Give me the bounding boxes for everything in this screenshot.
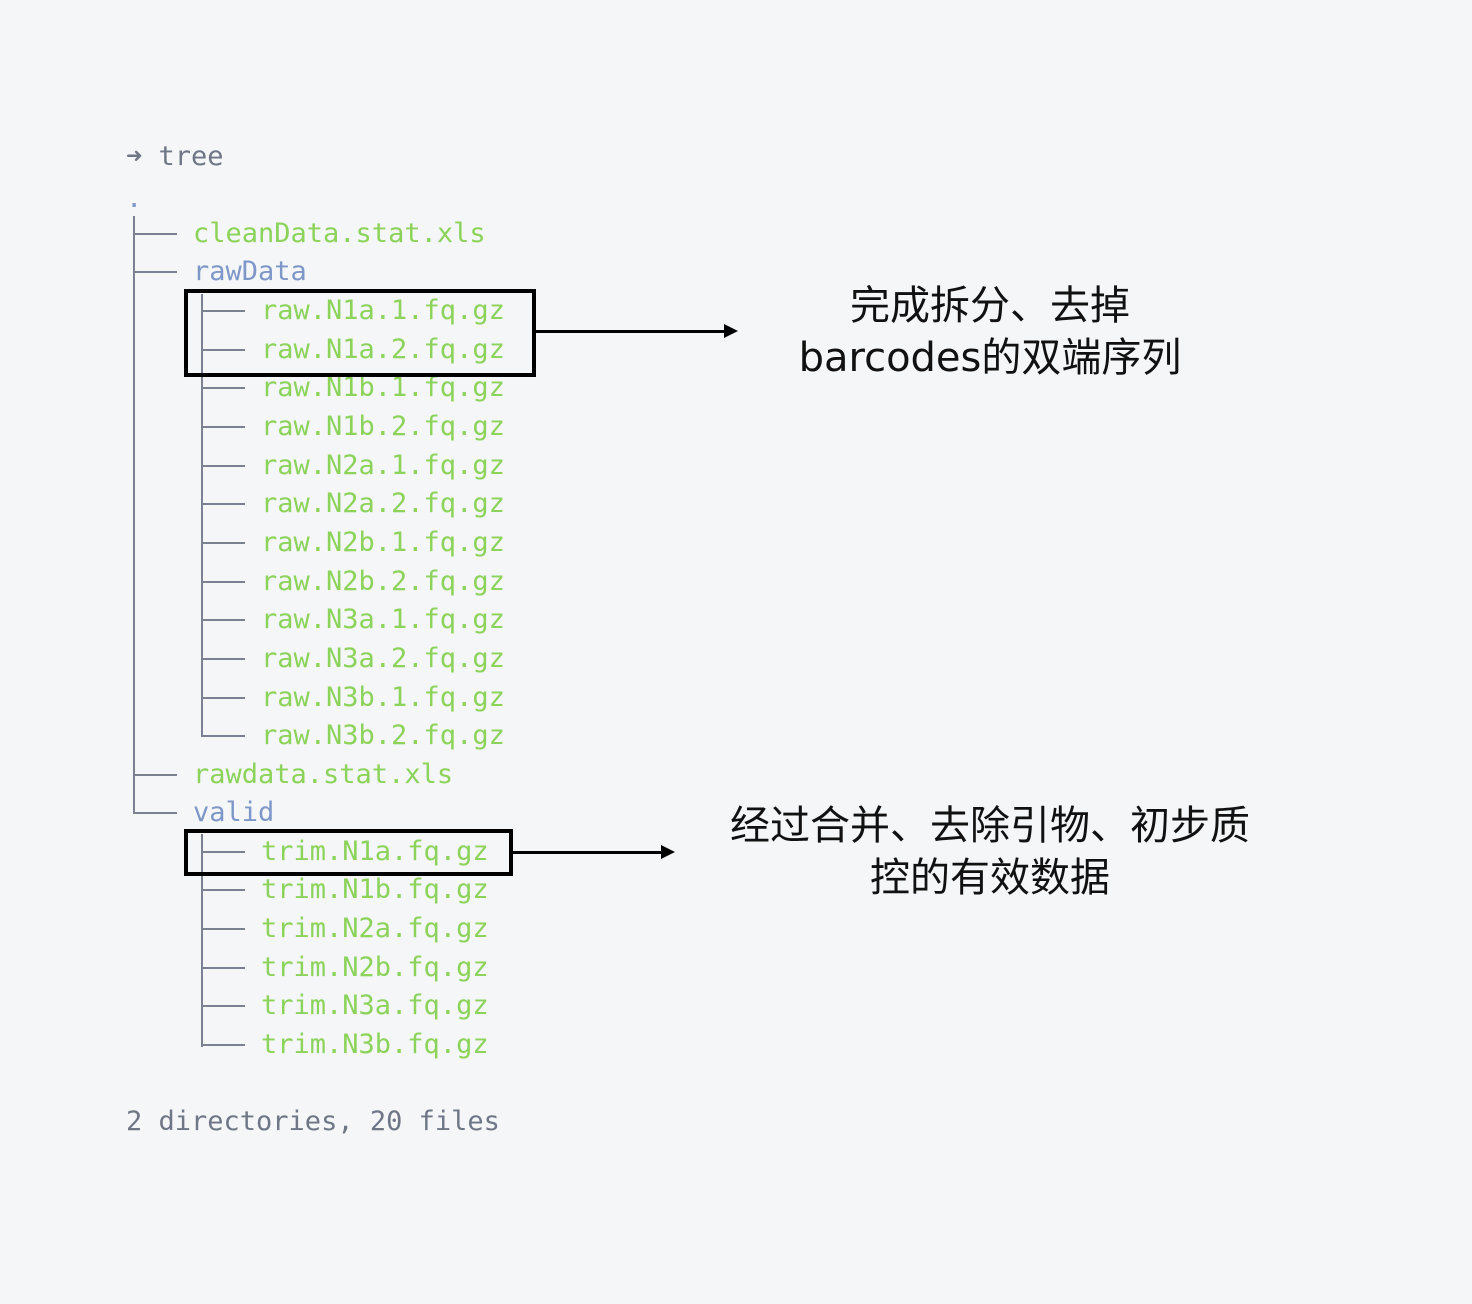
file-rawdata-stat[interactable]: rawdata.stat.xls — [193, 759, 454, 790]
branch-line — [201, 542, 245, 544]
annotation-raw-line2: barcodes的双端序列 — [798, 335, 1182, 381]
branch-line — [201, 967, 245, 969]
branch-line — [201, 697, 245, 699]
branch-line — [201, 658, 245, 660]
raw-file[interactable]: raw.N2a.2.fq.gz — [261, 488, 505, 519]
raw-file[interactable]: raw.N3b.2.fq.gz — [261, 720, 505, 751]
trim-file[interactable]: trim.N2b.fq.gz — [261, 952, 489, 983]
raw-file[interactable]: raw.N2b.2.fq.gz — [261, 566, 505, 597]
trim-file[interactable]: trim.N3b.fq.gz — [261, 1029, 489, 1060]
branch-line — [201, 349, 245, 351]
raw-file[interactable]: raw.N1b.1.fq.gz — [261, 372, 505, 403]
annotation-raw: 完成拆分、去掉 barcodes的双端序列 — [770, 280, 1210, 384]
dir-rawdata[interactable]: rawData — [193, 256, 307, 287]
branch-line — [201, 465, 245, 467]
dir-valid[interactable]: valid — [193, 797, 275, 828]
arrow-raw-shaft — [536, 330, 724, 333]
raw-file[interactable]: raw.N2a.1.fq.gz — [261, 450, 505, 481]
annotation-valid-line2: 控的有效数据 — [870, 855, 1110, 901]
summary-text: 2 directories, 20 files — [126, 1106, 500, 1137]
branch-line — [201, 503, 245, 505]
rawdata-trunk-line — [201, 294, 203, 737]
arrow-valid-head-icon — [661, 845, 675, 859]
arrow-valid-shaft — [513, 851, 661, 854]
branch-line — [201, 1044, 245, 1046]
branch-line — [201, 310, 245, 312]
branch-line — [133, 233, 177, 235]
arrow-raw-head-icon — [724, 324, 738, 338]
branch-line — [133, 271, 177, 273]
annotation-valid: 经过合并、去除引物、初步质 控的有效数据 — [690, 800, 1290, 904]
branch-line — [201, 581, 245, 583]
tree-root: . — [126, 183, 143, 214]
raw-file[interactable]: raw.N2b.1.fq.gz — [261, 527, 505, 558]
branch-line — [201, 426, 245, 428]
branch-line — [201, 889, 245, 891]
trim-file[interactable]: trim.N1b.fq.gz — [261, 874, 489, 905]
tree-trunk-line — [133, 216, 135, 814]
branch-line — [133, 812, 177, 814]
branch-line — [201, 735, 245, 737]
branch-line — [201, 387, 245, 389]
raw-file[interactable]: raw.N1a.1.fq.gz — [261, 295, 505, 326]
trim-file[interactable]: trim.N3a.fq.gz — [261, 990, 489, 1021]
valid-trunk-line — [201, 834, 203, 1047]
annotation-valid-line1: 经过合并、去除引物、初步质 — [730, 803, 1250, 849]
prompt-line: ➜ tree — [126, 138, 224, 176]
branch-line — [133, 774, 177, 776]
highlight-box-raw — [184, 289, 536, 377]
annotation-raw-line1: 完成拆分、去掉 — [850, 283, 1130, 329]
branch-line — [201, 851, 245, 853]
raw-file[interactable]: raw.N1b.2.fq.gz — [261, 411, 505, 442]
highlight-box-valid — [184, 829, 513, 876]
prompt-arrow-icon: ➜ — [126, 141, 143, 172]
branch-line — [201, 619, 245, 621]
branch-line — [201, 1005, 245, 1007]
file-cleandata-stat[interactable]: cleanData.stat.xls — [193, 218, 486, 249]
raw-file[interactable]: raw.N3a.2.fq.gz — [261, 643, 505, 674]
raw-file[interactable]: raw.N3b.1.fq.gz — [261, 682, 505, 713]
trim-file[interactable]: trim.N1a.fq.gz — [261, 836, 489, 867]
command-text: tree — [158, 141, 224, 172]
raw-file[interactable]: raw.N1a.2.fq.gz — [261, 334, 505, 365]
raw-file[interactable]: raw.N3a.1.fq.gz — [261, 604, 505, 635]
branch-line — [201, 928, 245, 930]
trim-file[interactable]: trim.N2a.fq.gz — [261, 913, 489, 944]
